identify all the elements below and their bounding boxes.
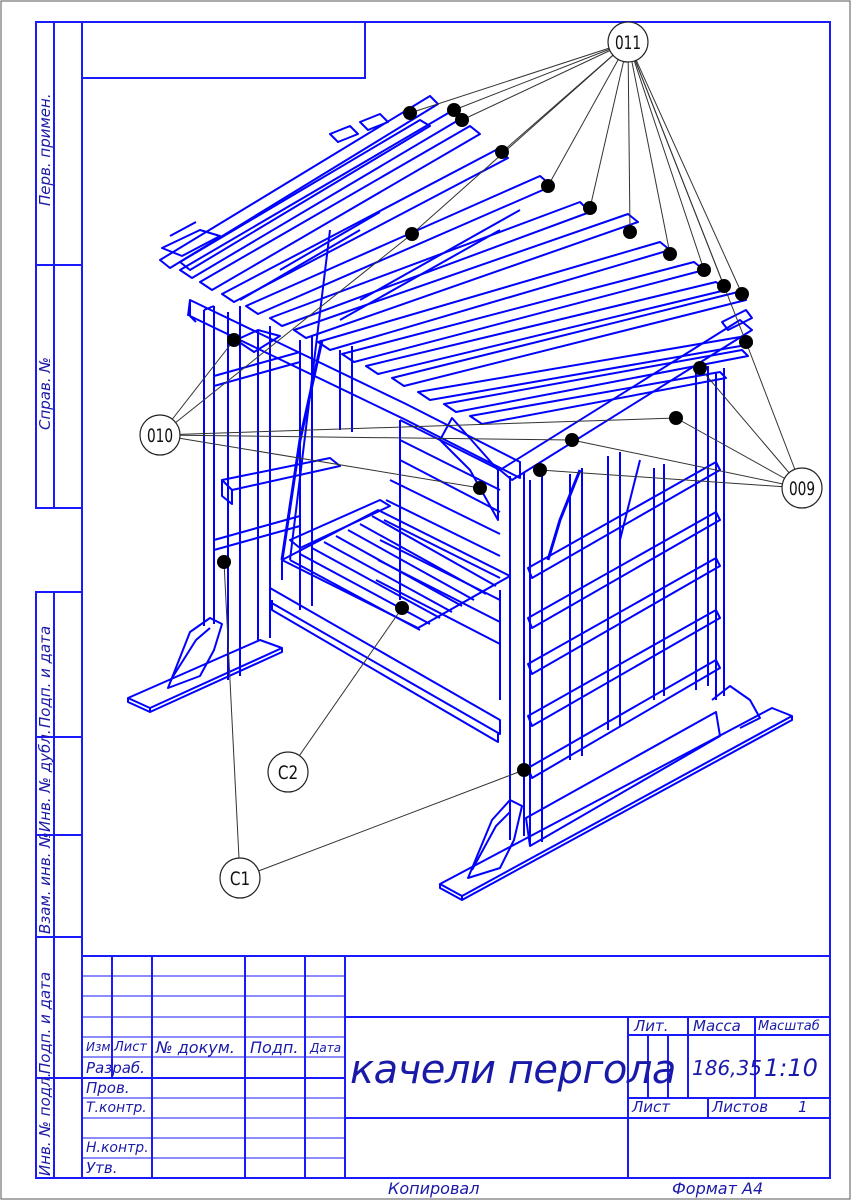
hdr-data: Дата: [310, 1041, 342, 1055]
callout-labels: 011 010 009 С2 С1: [147, 32, 815, 891]
scale-value: 1:10: [764, 1054, 818, 1082]
side-inv-podl: Инв. № подл.: [36, 1072, 54, 1176]
drawing-title: качели пергола: [350, 1047, 676, 1093]
drawing-frame: [35, 21, 831, 1179]
role-t-kontr: Т.контр.: [86, 1100, 147, 1116]
callout-bubbles: [139, 21, 823, 899]
lit-label: Лит.: [634, 1017, 669, 1035]
callout-011: 011: [615, 32, 641, 54]
hdr-podp: Подп.: [250, 1038, 299, 1057]
role-prov: Пров.: [86, 1079, 130, 1097]
side-inv-dubl: Инв. № дубл.: [36, 729, 54, 832]
bubble-009: [781, 467, 823, 509]
role-utv: Утв.: [86, 1159, 118, 1177]
side-podp-data-2: Подп. и дата: [36, 971, 54, 1074]
format-label: Формат А4: [672, 1179, 764, 1198]
callout-009: 009: [789, 478, 815, 500]
side-perv-primen: Перв. примен.: [36, 93, 54, 206]
callout-c2: С2: [278, 762, 298, 784]
hdr-izm: Изм.: [86, 1040, 115, 1054]
sheets-total: 1: [798, 1098, 808, 1116]
bubble-011: [607, 21, 649, 63]
callout-010: 010: [147, 425, 173, 447]
callout-c1: С1: [230, 868, 250, 890]
copied-label: Копировал: [388, 1179, 480, 1198]
bubble-c1: [219, 857, 261, 899]
pergola-swing-drawing: [127, 95, 793, 901]
side-sprav-no: Справ. №: [36, 357, 54, 430]
bubble-010: [139, 414, 181, 456]
sheets-label: Листов: [712, 1098, 769, 1116]
title-block-grid: [82, 955, 830, 1178]
callout-dots: [217, 103, 753, 777]
side-podp-data-1: Подп. и дата: [36, 625, 54, 728]
mass-label: Масса: [693, 1017, 741, 1035]
scale-label: Масштаб: [758, 1019, 820, 1034]
side-vzam-inv: Взам. инв. №: [36, 832, 54, 934]
sheet-label: Лист: [632, 1098, 671, 1116]
role-razrab: Разраб.: [86, 1059, 145, 1077]
leader-lines: [159, 41, 803, 879]
hdr-list: Лист: [114, 1040, 147, 1055]
mass-value: 186,35: [692, 1056, 762, 1080]
title-block-rows: [82, 975, 345, 1159]
bubble-c2: [267, 751, 309, 793]
role-n-kontr: Н.контр.: [86, 1140, 149, 1156]
hdr-doc-no: № докум.: [156, 1038, 235, 1057]
